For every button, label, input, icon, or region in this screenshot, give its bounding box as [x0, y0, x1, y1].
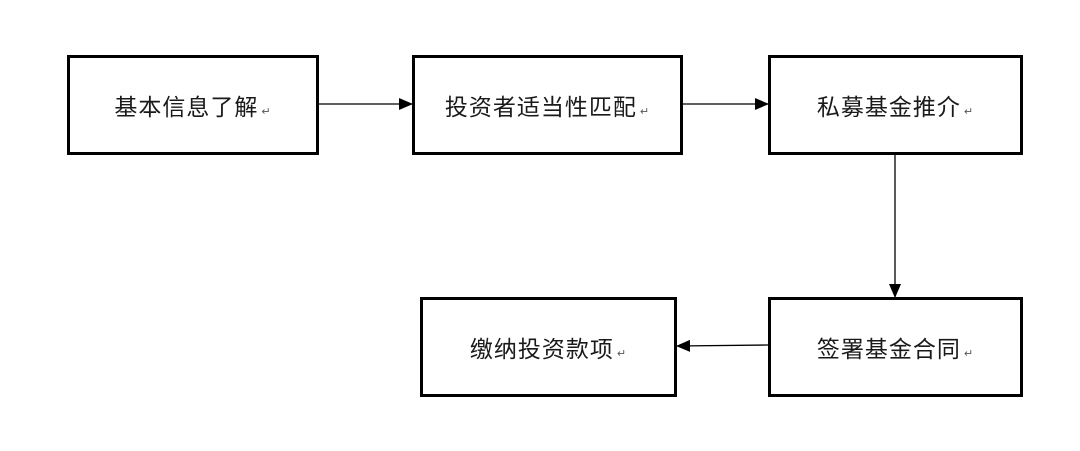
step-box-basic-info: 基本信息了解↵: [67, 55, 319, 155]
step-box-suitability-matching: 投资者适当性匹配↵: [412, 55, 683, 155]
step-box-sign-contract: 签署基金合同↵: [768, 297, 1023, 397]
paragraph-mark: ↵: [616, 346, 628, 360]
step-box-pay-investment: 缴纳投资款项↵: [420, 297, 677, 397]
step-label: 缴纳投资款项: [469, 337, 614, 363]
step-box-fund-promotion: 私募基金推介↵: [768, 55, 1023, 155]
step-label: 投资者适当性匹配: [444, 95, 637, 121]
paragraph-mark: ↵: [639, 104, 651, 118]
step-label: 签署基金合同: [816, 337, 961, 363]
arrow-step4-to-step5: [676, 339, 769, 352]
step-label: 私募基金推介: [816, 95, 961, 121]
paragraph-mark: ↵: [963, 104, 975, 118]
paragraph-mark: ↵: [963, 346, 975, 360]
step-label: 基本信息了解: [114, 95, 259, 121]
paragraph-mark: ↵: [261, 104, 272, 118]
